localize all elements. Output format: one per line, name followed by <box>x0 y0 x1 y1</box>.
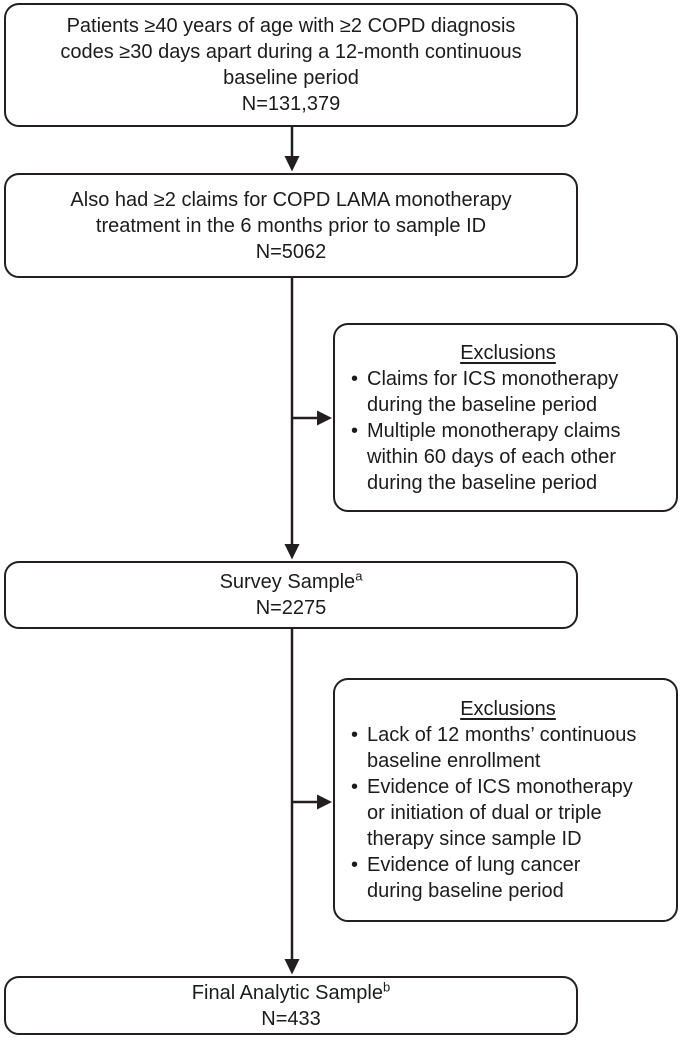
bullet-icon: • <box>351 724 359 746</box>
node-final-sample-text: Final Analytic Sample <box>191 981 383 1004</box>
node-exclusions-1: Exclusions • Claims for ICS monotherapy … <box>333 323 678 512</box>
node-lama-cohort-text: Also had ≥2 claims for COPD LAMA monothe… <box>70 188 512 237</box>
node-survey-sample-label: Survey Samplea <box>220 569 363 595</box>
footnote-marker-a: a <box>355 568 363 584</box>
exclusion-bullet: • Multiple monotherapy claims within 60 … <box>348 418 668 496</box>
bullet-icon: • <box>351 776 359 798</box>
exclusion-bullet-text: Evidence of lung cancer during baseline … <box>367 854 581 902</box>
arrow-right-icon <box>317 410 332 426</box>
arrow-down-icon <box>284 959 300 975</box>
exclusion-bullet-text: Evidence of ICS monotherapy or initiatio… <box>367 776 633 850</box>
node-exclusions-2: Exclusions • Lack of 12 months’ continuo… <box>333 678 678 922</box>
node-lama-cohort-n: N=5062 <box>255 240 327 263</box>
bullet-icon: • <box>351 367 359 390</box>
node-final-sample: Final Analytic Sampleb N=433 <box>4 976 578 1035</box>
node-initial-cohort: Patients ≥40 years of age with ≥2 COPD d… <box>4 3 578 127</box>
bullet-icon: • <box>351 854 359 876</box>
exclusions-2-title: Exclusions <box>460 698 556 720</box>
exclusion-bullet: • Evidence of ICS monotherapy or initiat… <box>348 774 668 852</box>
arrow-right-icon <box>317 794 332 810</box>
bullet-icon: • <box>351 419 359 442</box>
node-initial-cohort-n: N=131,379 <box>241 93 341 115</box>
node-survey-sample-n: N=2275 <box>255 597 327 619</box>
arrow-down-icon <box>284 156 300 172</box>
footnote-marker-b: b <box>382 978 391 994</box>
exclusions-1-title: Exclusions <box>460 341 556 364</box>
node-survey-sample-text: Survey Sample <box>219 571 356 593</box>
exclusion-bullet: • Lack of 12 months’ continuous baseline… <box>348 722 668 774</box>
exclusion-bullet-text: Multiple monotherapy claims within 60 da… <box>367 419 621 494</box>
exclusion-bullet: • Evidence of lung cancer during baselin… <box>348 852 668 904</box>
node-final-sample-n: N=433 <box>261 1007 321 1030</box>
node-survey-sample: Survey Samplea N=2275 <box>4 561 578 629</box>
exclusion-bullet-text: Lack of 12 months’ continuous baseline e… <box>367 724 637 772</box>
node-initial-cohort-text: Patients ≥40 years of age with ≥2 COPD d… <box>60 15 522 89</box>
node-lama-cohort: Also had ≥2 claims for COPD LAMA monothe… <box>4 173 578 278</box>
arrow-down-icon <box>284 544 300 560</box>
exclusion-bullet: • Claims for ICS monotherapy during the … <box>348 366 668 418</box>
exclusion-bullet-text: Claims for ICS monotherapy during the ba… <box>367 367 619 416</box>
node-final-sample-label: Final Analytic Sampleb <box>192 980 390 1006</box>
